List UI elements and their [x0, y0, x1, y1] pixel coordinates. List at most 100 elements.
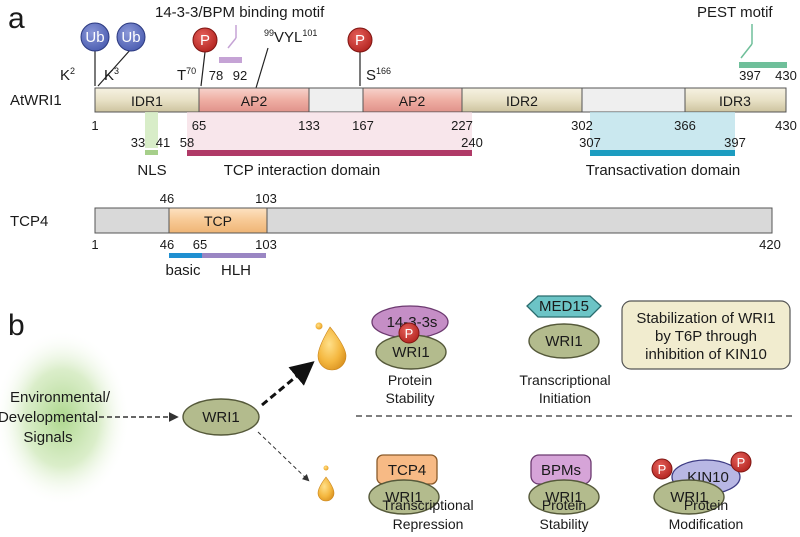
- wri1-label-s3: WRI1: [385, 489, 423, 506]
- oil-drop-large: [317, 326, 347, 371]
- pos-above-397: 397: [739, 68, 761, 83]
- tcp4-pos-1: 1: [91, 237, 98, 252]
- caption-s4-line1: Protein: [542, 497, 586, 513]
- pos-below-302: 302: [571, 118, 593, 133]
- site-s166: S166: [366, 66, 391, 84]
- p-badge-t70-text: P: [200, 32, 210, 49]
- tcp4-pos-46: 46: [160, 237, 174, 252]
- pos-above-430: 430: [775, 68, 797, 83]
- trans-domain-shade: [590, 112, 735, 150]
- partner-tcp4-label: TCP4: [388, 462, 426, 479]
- tcp4-pos-420: 420: [759, 237, 781, 252]
- segment-idr1-label: IDR1: [131, 93, 163, 109]
- p-badge-t70: [192, 27, 218, 53]
- segment-idr3-label: IDR3: [719, 93, 751, 109]
- ub-badge-k2-text: Ub: [85, 29, 104, 46]
- tcp4-pos-65: 65: [193, 237, 207, 252]
- bpm-motif-leader-2: [227, 37, 237, 49]
- pos-below-1: 1: [91, 118, 98, 133]
- tcp4-segment-tcp-label: TCP: [204, 213, 232, 229]
- stabilization-line1: Stabilization of WRI1: [636, 310, 775, 327]
- segment-ap2-2: [362, 87, 463, 113]
- pos-below-65: 65: [192, 118, 206, 133]
- panel-a-letter: a: [8, 2, 25, 35]
- tcp-domain-end: 240: [461, 135, 483, 150]
- caption-s4-line2: Stability: [539, 516, 588, 532]
- trans-domain-bar: [590, 150, 735, 156]
- tcp4-pos-above-46: 46: [160, 191, 174, 206]
- tcp4-pos-above-103: 103: [255, 191, 277, 206]
- trans-domain-end: 397: [724, 135, 746, 150]
- caption-s3-line1: Transcriptional: [382, 497, 473, 513]
- segment-idr2-label: IDR2: [506, 93, 538, 109]
- wri1-label-s4: WRI1: [545, 489, 583, 506]
- segment-idr1: [94, 87, 200, 113]
- ub-badge-k2: [80, 22, 110, 52]
- basic-label: basic: [165, 262, 201, 279]
- nls-label: NLS: [137, 162, 166, 179]
- pos-below-167: 167: [352, 118, 374, 133]
- ub-badge-k3: [116, 22, 146, 52]
- trans-domain-label: Transactivation domain: [586, 162, 741, 179]
- caption-s2-line1: Transcriptional: [519, 372, 610, 388]
- caption-s5-line1: Protein: [684, 497, 728, 513]
- nls-shade: [145, 112, 158, 148]
- p-badge-s1: [398, 322, 420, 344]
- segment-ap2-2-label: AP2: [399, 93, 426, 109]
- signals-line1: Environmental/: [10, 389, 111, 406]
- hlh-bar: [202, 253, 266, 258]
- tcp-domain-bar: [187, 150, 472, 156]
- tcp4-pos-103: 103: [255, 237, 277, 252]
- tcp-domain-start: 58: [180, 135, 194, 150]
- wri1-down-arrow: [257, 431, 310, 482]
- pos-above-92: 92: [233, 68, 247, 83]
- pos-below-227: 227: [451, 118, 473, 133]
- p-badge-kin10: [730, 451, 752, 473]
- partner-14-3-3s-label: 14-3-3s: [387, 314, 438, 331]
- oil-drop-small-top: [315, 322, 323, 330]
- wri1-label-s2: WRI1: [545, 333, 583, 350]
- wri1-up-arrow: [261, 361, 315, 407]
- site-k3: K3: [104, 66, 119, 84]
- caption-s5-line2: Modification: [669, 516, 744, 532]
- wri1-central-oval: [182, 398, 260, 436]
- wri1-oval-s5: [653, 479, 725, 515]
- signal-glow: [0, 330, 130, 506]
- site-t70: T70: [177, 66, 196, 84]
- partner-bpms-label: BPMs: [541, 462, 581, 479]
- oil-drop-tiny: [323, 465, 329, 471]
- tcp-domain-shade: [187, 112, 472, 150]
- p-badge-wri1-s5-text: P: [658, 462, 667, 477]
- oil-drop-small: [317, 476, 335, 502]
- panel-b-letter: b: [8, 309, 25, 342]
- nls-end: 41: [156, 135, 170, 150]
- tcp4-label: TCP4: [10, 213, 48, 230]
- caption-s3-line2: Repression: [393, 516, 464, 532]
- segment-idr3: [684, 87, 787, 113]
- wri1-central-label: WRI1: [202, 409, 240, 426]
- signals-line3: Signals: [23, 429, 72, 446]
- basic-bar: [169, 253, 202, 258]
- partner-med15-label: MED15: [539, 298, 589, 315]
- pest-motif-bar: [739, 62, 787, 68]
- pos-above-78: 78: [209, 68, 223, 83]
- wri1-oval-s3: [368, 479, 440, 515]
- pos-below-366: 366: [674, 118, 696, 133]
- nls-bar: [145, 150, 158, 155]
- wri1-oval-s2: [528, 323, 600, 359]
- pos-below-430: 430: [775, 118, 797, 133]
- caption-s1-line1: Protein: [388, 372, 432, 388]
- pest-motif-label: PEST motif: [697, 4, 773, 21]
- p-badge-s166-text: P: [355, 32, 365, 49]
- ub-badge-k3-text: Ub: [121, 29, 140, 46]
- partner-med15: [526, 295, 602, 318]
- caption-s1-line2: Stability: [385, 390, 434, 406]
- t70-leader: [200, 51, 206, 87]
- trans-domain-start: 307: [579, 135, 601, 150]
- segment-idr2: [461, 87, 583, 113]
- p-badge-kin10-text: P: [737, 455, 746, 470]
- stabilization-box: [621, 300, 791, 370]
- vyl-label: 99VYL101: [264, 28, 317, 46]
- wri1-label-s5: WRI1: [670, 489, 708, 506]
